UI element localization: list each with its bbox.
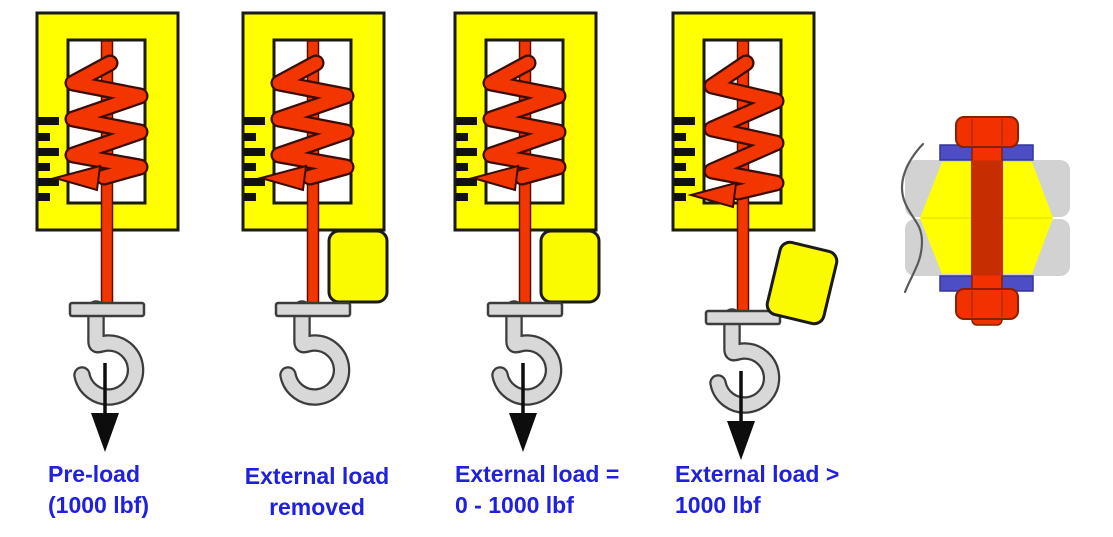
caption-line-1: External load > [675, 461, 840, 487]
scale-tick-marks [456, 117, 477, 201]
load-block [327, 229, 389, 304]
spring-coil-icon [270, 54, 355, 186]
scale-tick-marks [38, 117, 59, 201]
caption-external-load-removed: External load removed [228, 461, 406, 523]
edge-curve-icon [900, 142, 925, 294]
caption-line-1: External load [244, 463, 390, 489]
caption-line-2: removed [269, 494, 365, 520]
caption-line-1: External load = [455, 461, 620, 487]
load-block [539, 229, 601, 304]
spring-coil-icon [482, 54, 567, 186]
spring-scale-panel-2 [241, 11, 389, 406]
caption-line-2: 1000 lbf [675, 492, 761, 518]
hook-icon [68, 300, 146, 406]
hook-plate [68, 301, 146, 318]
load-arrow-icon [91, 363, 119, 452]
bolt-shank-mid [971, 160, 1003, 276]
pointer-icon [51, 164, 102, 192]
pointer-icon [469, 164, 520, 192]
nut-icon [955, 288, 1019, 320]
load-arrow-icon [727, 371, 755, 460]
bolt-head-icon [955, 116, 1019, 148]
caption-external-load-equal: External load = 0 - 1000 lbf [455, 459, 619, 521]
caption-line-2: 0 - 1000 lbf [455, 492, 574, 518]
bolted-joint-diagram [900, 116, 1070, 326]
pointer-icon [257, 164, 308, 192]
hook-icon [704, 308, 782, 414]
hook-plate [274, 301, 352, 318]
caption-external-load-greater: External load > 1000 lbf [675, 459, 839, 521]
pointer-icon [687, 181, 738, 209]
spring-scale-panel-1 [35, 11, 180, 452]
spring-coil-icon [703, 54, 785, 201]
hook-icon [486, 300, 564, 406]
spring-scale-panel-3 [453, 11, 601, 452]
scale-tick-marks [244, 117, 265, 201]
hook-icon [274, 300, 352, 406]
caption-line-1: Pre-load [48, 461, 141, 487]
load-arrow-icon [509, 363, 537, 452]
spring-scale-panel-4 [671, 11, 839, 460]
scale-tick-marks [674, 117, 695, 201]
load-block-separated [765, 240, 839, 326]
caption-line-2: (1000 lbf) [48, 492, 149, 518]
spring-coil-icon [64, 54, 149, 186]
hook-plate [486, 301, 564, 318]
caption-preload: Pre-load (1000 lbf) [48, 459, 149, 521]
hook-plate [704, 309, 782, 326]
